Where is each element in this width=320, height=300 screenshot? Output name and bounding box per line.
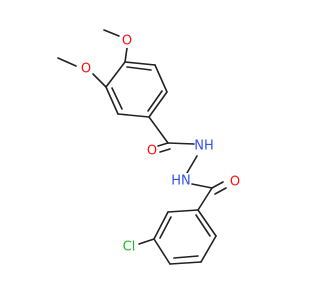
bond xyxy=(200,235,217,263)
methoxy-oxygen-atom: O xyxy=(120,34,134,49)
bond xyxy=(191,183,213,189)
bond xyxy=(117,113,150,118)
atom-label-hn: HN xyxy=(171,174,191,189)
chlorine-atom: Cl xyxy=(120,239,138,255)
bond xyxy=(159,148,171,153)
bonds xyxy=(57,29,227,265)
benzoyl-oxygen-atom: O xyxy=(228,175,242,190)
atom-label-o: O xyxy=(147,144,157,159)
atom-labels: O O O NH HN O Cl xyxy=(79,34,242,255)
bond xyxy=(173,255,199,259)
bond xyxy=(138,238,155,245)
atom-label-cl: Cl xyxy=(123,240,136,255)
bond xyxy=(167,209,199,213)
amide-nitrogen-atom: NH xyxy=(194,138,214,154)
bond xyxy=(147,90,163,112)
bond xyxy=(159,216,172,239)
atom-label-o: O xyxy=(230,175,240,190)
bond xyxy=(148,91,168,118)
bond xyxy=(214,187,227,195)
bond xyxy=(111,87,123,110)
carbonyl-oxygen-atom: O xyxy=(145,144,159,159)
bond xyxy=(126,66,152,71)
bond xyxy=(124,47,128,63)
hydrazide-nitrogen-atom: HN xyxy=(171,173,191,189)
atom-label-o: O xyxy=(81,62,91,77)
bond xyxy=(154,64,168,93)
bond xyxy=(157,142,169,147)
bond xyxy=(124,61,156,66)
bond xyxy=(105,61,126,88)
bond xyxy=(153,211,169,240)
bond xyxy=(153,238,171,265)
bond xyxy=(148,116,169,144)
atom-label-o: O xyxy=(122,34,132,49)
bond xyxy=(103,29,120,37)
bond xyxy=(186,155,198,174)
bond xyxy=(92,73,107,88)
bond xyxy=(105,86,119,115)
bond xyxy=(197,209,217,237)
methoxy-oxygen-atom: O xyxy=(79,62,93,77)
bond xyxy=(197,187,213,211)
bond xyxy=(167,142,195,145)
atom-label-nh: NH xyxy=(194,139,214,154)
structure-canvas: O O O NH HN O Cl xyxy=(57,29,242,265)
bond xyxy=(57,57,77,67)
bond xyxy=(211,181,224,189)
bond xyxy=(169,261,202,265)
molecule-drawing: O O O NH HN O Cl xyxy=(57,29,242,265)
bond xyxy=(195,214,211,237)
